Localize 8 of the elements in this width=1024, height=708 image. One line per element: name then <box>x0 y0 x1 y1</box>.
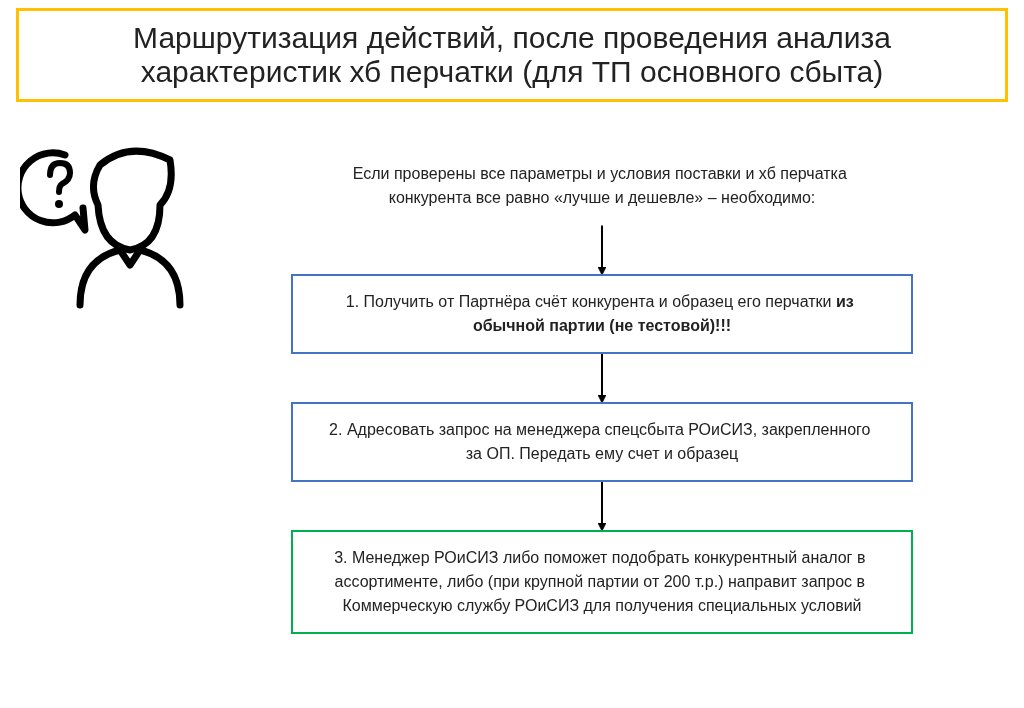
arrow <box>597 224 607 276</box>
node-box: 1. Получить от Партнёра счёт конкурента и образец его перчатки из обычной партии (не тестовой)!!! <box>291 274 913 354</box>
title: Маршрутизация действий, после проведения анализа характеристик хб перчатки (для ТП основного сбыта) <box>16 8 1008 102</box>
arrow <box>597 352 607 404</box>
arrow <box>597 480 607 532</box>
node-box: 2. Адресовать запрос на менеджера спецсбыта РОиСИЗ, закрепленного за ОП. Передать ему счет и образец <box>291 402 913 482</box>
node-box: 3. Менеджер РОиСИЗ либо поможет подобрать конкурентный аналог в ассортименте, либо (при крупной партии от 200 т.р.) направит запрос в Коммерческую службу РОиСИЗ для получения специальных условий <box>291 530 913 634</box>
node-text: Если проверены все параметры и условия поставки и хб перчатка конкурента все равно «лучше и дешевле» – необходимо: <box>352 165 847 206</box>
